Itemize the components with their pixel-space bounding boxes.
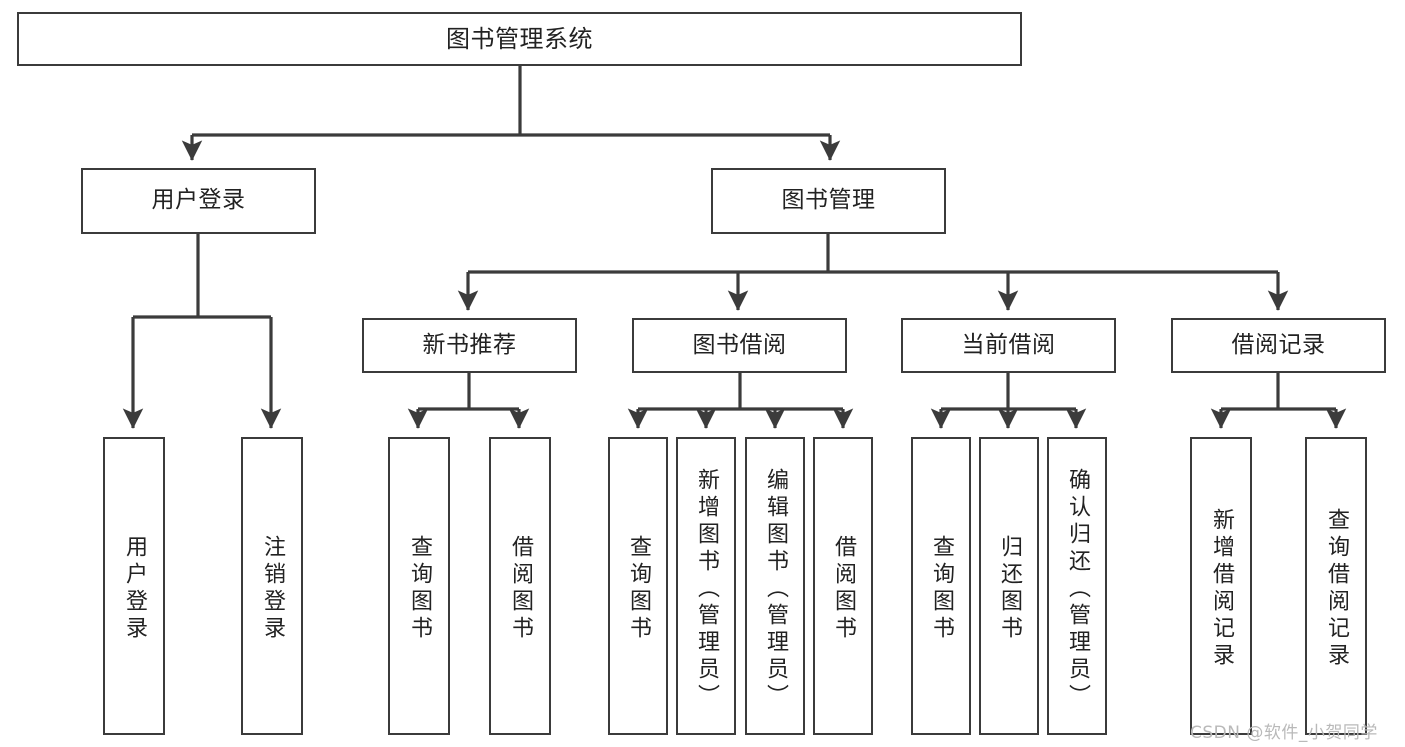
node-root[interactable]: 图书管理系统 [17, 12, 1022, 66]
node-user-login-label: 用户登录 [151, 187, 246, 214]
node-leaf-user-logout[interactable]: 注销登录 [241, 437, 303, 735]
node-leaf-borrow-book-1[interactable]: 借阅图书 [489, 437, 551, 735]
node-current-borrow-label: 当前借阅 [961, 331, 1056, 358]
node-leaf-user-logout-label: 注销登录 [260, 535, 285, 643]
node-book-borrow-label: 图书借阅 [692, 331, 787, 358]
node-user-login[interactable]: 用户登录 [81, 168, 316, 234]
node-leaf-confirm-return-label: 确认归还（管理员） [1065, 467, 1090, 711]
node-leaf-confirm-return[interactable]: 确认归还（管理员） [1047, 437, 1107, 735]
node-book-manage-label: 图书管理 [781, 187, 876, 214]
node-root-label: 图书管理系统 [446, 24, 593, 53]
node-borrow-record[interactable]: 借阅记录 [1171, 318, 1386, 373]
node-leaf-query-book-3-label: 查询图书 [929, 535, 954, 643]
node-leaf-edit-book[interactable]: 编辑图书（管理员） [745, 437, 805, 735]
node-leaf-query-record[interactable]: 查询借阅记录 [1305, 437, 1367, 735]
node-leaf-query-book-3[interactable]: 查询图书 [911, 437, 971, 735]
node-leaf-query-book-2-label: 查询图书 [626, 535, 651, 643]
node-leaf-borrow-book-2[interactable]: 借阅图书 [813, 437, 873, 735]
csdn-watermark: CSDN @软件_小贺同学 [1190, 723, 1378, 743]
node-book-manage[interactable]: 图书管理 [711, 168, 946, 234]
node-leaf-query-book-2[interactable]: 查询图书 [608, 437, 668, 735]
node-leaf-query-record-label: 查询借阅记录 [1324, 508, 1349, 670]
node-new-book-recommend-label: 新书推荐 [422, 331, 517, 358]
node-leaf-query-book-1[interactable]: 查询图书 [388, 437, 450, 735]
node-leaf-user-login-label: 用户登录 [122, 535, 147, 643]
node-leaf-add-book-label: 新增图书（管理员） [694, 467, 719, 711]
node-leaf-edit-book-label: 编辑图书（管理员） [763, 467, 788, 711]
node-leaf-add-record[interactable]: 新增借阅记录 [1190, 437, 1252, 735]
node-leaf-borrow-book-1-label: 借阅图书 [508, 535, 533, 643]
node-leaf-query-book-1-label: 查询图书 [407, 535, 432, 643]
node-book-borrow[interactable]: 图书借阅 [632, 318, 847, 373]
node-new-book-recommend[interactable]: 新书推荐 [362, 318, 577, 373]
node-current-borrow[interactable]: 当前借阅 [901, 318, 1116, 373]
node-leaf-return-book-label: 归还图书 [997, 535, 1022, 643]
node-leaf-borrow-book-2-label: 借阅图书 [831, 535, 856, 643]
node-leaf-return-book[interactable]: 归还图书 [979, 437, 1039, 735]
node-borrow-record-label: 借阅记录 [1231, 331, 1326, 358]
node-leaf-add-record-label: 新增借阅记录 [1209, 508, 1234, 670]
node-leaf-user-login[interactable]: 用户登录 [103, 437, 165, 735]
node-leaf-add-book[interactable]: 新增图书（管理员） [676, 437, 736, 735]
